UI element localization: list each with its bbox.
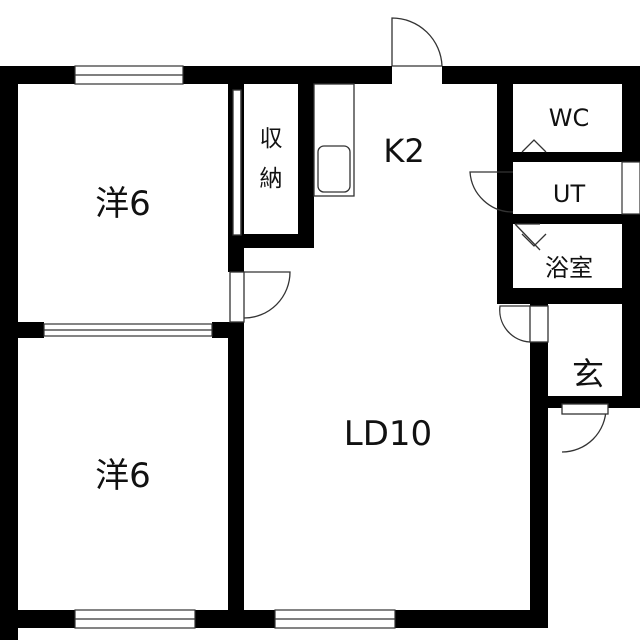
door-bath: [514, 223, 541, 251]
room-label-storage-2: 納: [260, 166, 283, 192]
closet-door-1: [232, 89, 242, 236]
door-west-room: [243, 271, 291, 319]
room-label-entrance: 玄: [572, 355, 604, 393]
wall-wet-bottom: [497, 288, 640, 304]
wall-divider-lower: [228, 322, 244, 628]
window-bath-right: [621, 161, 640, 215]
walls: [0, 66, 640, 640]
doors: [229, 17, 609, 453]
wall-west-mid-right: [212, 322, 244, 338]
fixtures: [313, 83, 547, 247]
kitchen-counter: [313, 83, 355, 197]
kitchen-sink: [317, 145, 351, 193]
wall-right-entry: [622, 300, 640, 408]
room-labels: 洋6 洋6 収 納 K2 LD10 WC UT 浴室 玄: [95, 104, 604, 496]
wall-top-left: [0, 66, 75, 84]
room-label-living-dining: LD10: [344, 414, 432, 454]
wall-west-mid-left: [18, 322, 44, 338]
wall-top-right: [442, 66, 640, 84]
wall-closet-east: [298, 84, 314, 248]
wall-wc-bottom: [513, 152, 622, 162]
room-label-toilet: WC: [549, 104, 590, 132]
wall-ld-east: [530, 300, 548, 628]
room-label-storage-1: 収: [260, 126, 283, 152]
wall-closet-bottom: [228, 234, 314, 248]
wall-top-mid: [183, 66, 392, 84]
door-entry-ld: [499, 305, 531, 343]
room-label-kitchen: K2: [383, 132, 424, 170]
room-label-west-upper: 洋6: [95, 184, 151, 224]
bath-arrow: [521, 233, 547, 247]
door-wc: [469, 171, 514, 213]
windows: [43, 65, 640, 629]
wc-arrow: [521, 139, 547, 153]
room-label-bath: 浴室: [545, 254, 593, 282]
room-label-west-lower: 洋6: [95, 456, 151, 496]
wall-ut-bottom: [513, 214, 622, 224]
wall-wet-west: [497, 66, 513, 302]
door-top: [391, 17, 443, 67]
room-label-utility: UT: [553, 180, 586, 208]
wall-left: [0, 66, 18, 640]
